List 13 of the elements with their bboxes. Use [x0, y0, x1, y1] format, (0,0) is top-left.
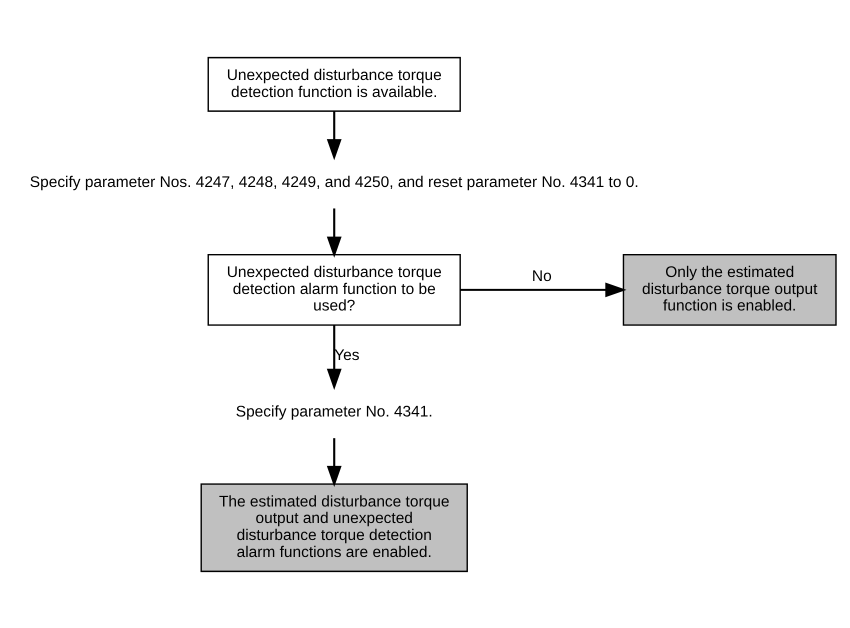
edge-label: Yes [334, 346, 360, 364]
arrow [326, 110, 342, 160]
node-box: Unexpected disturbance torque detection function is available. [208, 56, 461, 112]
node-box: Only the estimated disturbance torque output function is enabled. [622, 253, 837, 326]
arrow [326, 324, 342, 390]
arrow [326, 208, 342, 258]
edge-label: No [532, 268, 552, 285]
node-text: Specify parameter Nos. 4247, 4248, 4249, and 4250, and reset parameter No. 4341 to 0. [30, 173, 639, 190]
node-text: Specify parameter No. 4341. [236, 402, 433, 420]
node-box: Unexpected disturbance torque detection alarm function to be used? [208, 253, 461, 326]
arrow [460, 282, 626, 297]
arrow [326, 438, 342, 486]
node-box: The estimated disturbance torque output and unexpected disturbance torque detection alarm functions are enabled. [200, 482, 468, 572]
